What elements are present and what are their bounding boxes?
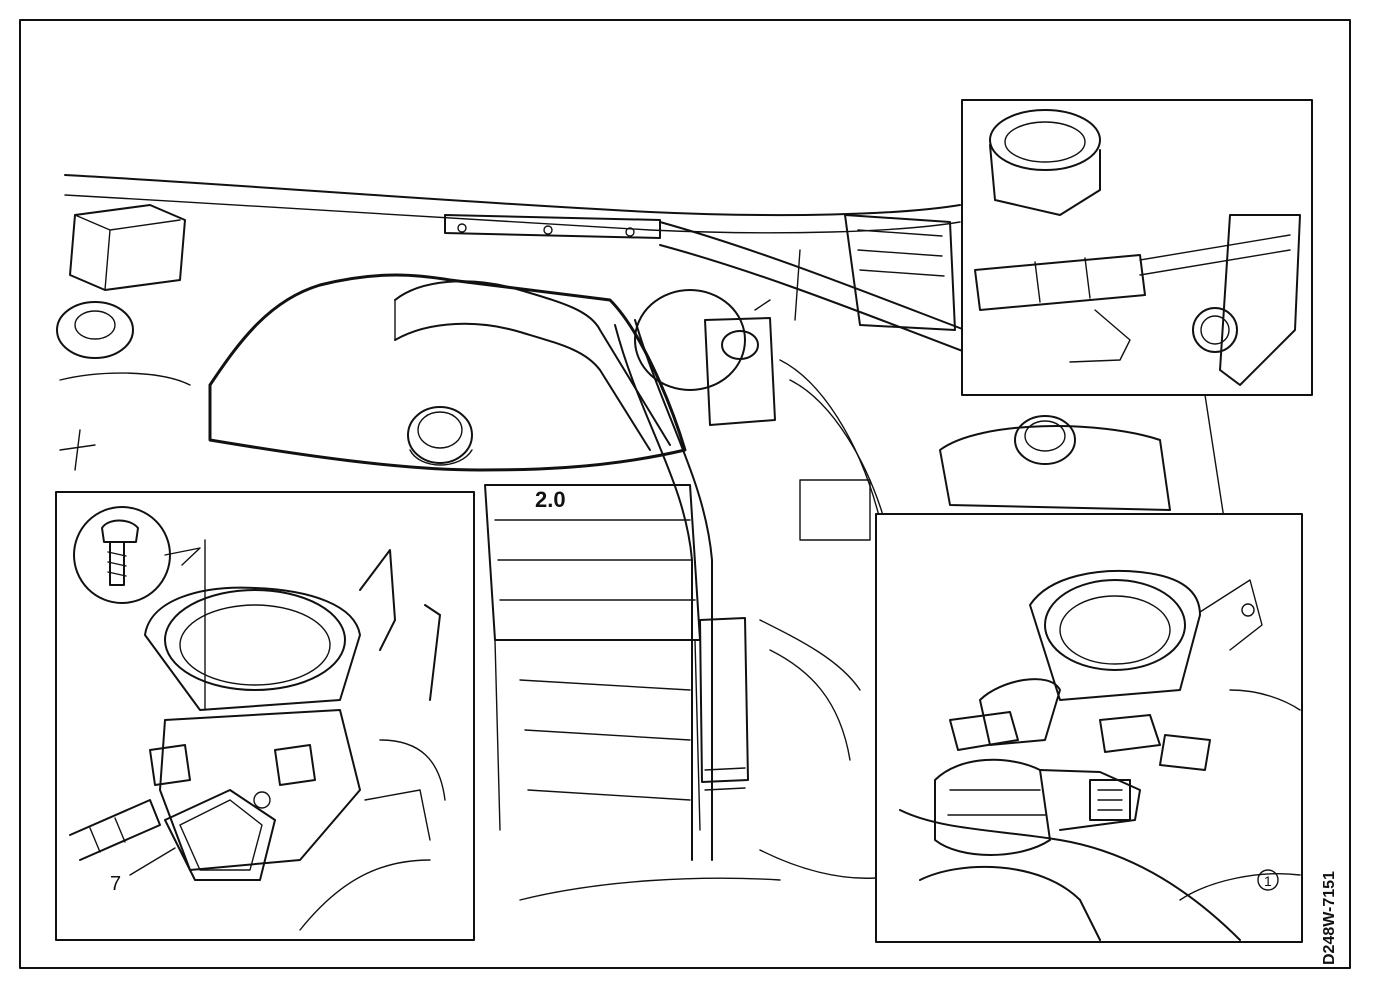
engine-badge: 2.0 xyxy=(535,487,566,512)
throttle-position-sensor xyxy=(164,789,276,881)
inset-top-right xyxy=(961,99,1313,591)
corner-mark: 1 xyxy=(1264,873,1272,889)
screw-icon xyxy=(73,506,171,604)
outer-frame xyxy=(19,19,1351,969)
callout-number: 7 xyxy=(110,873,121,895)
inset-lower-left: 7 xyxy=(55,491,475,941)
inset-lower-right: 1 xyxy=(875,513,1303,943)
figure-code: D248W-7151 xyxy=(1321,871,1338,965)
engine-bay: 2.0 xyxy=(56,174,1171,901)
